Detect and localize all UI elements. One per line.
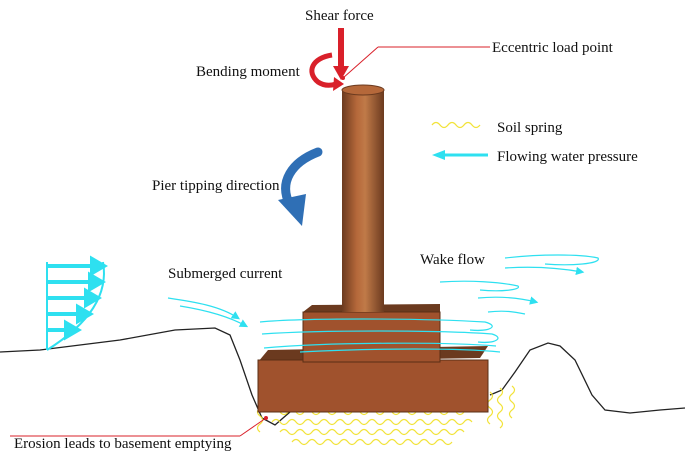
velocity-profile (46, 255, 108, 351)
pile-cap (302, 304, 441, 363)
eccentric-load-point-label: Eccentric load point (492, 40, 614, 56)
submerged-current-lines (167, 297, 501, 353)
wake-flow-label: Wake flow (420, 252, 485, 268)
eccentric-load-leader (341, 46, 490, 80)
flowing-water-pressure-label: Flowing water pressure (497, 149, 638, 165)
bending-moment-arrow (309, 52, 344, 91)
pier-tipping-direction-label: Pier tipping direction (152, 178, 280, 194)
submerged-current-label: Submerged current (168, 266, 283, 282)
wake-flow-lines (439, 254, 599, 315)
ground-profile (0, 327, 685, 426)
bending-moment-label: Bending moment (196, 64, 301, 80)
tipping-direction-arrow (278, 147, 323, 226)
erosion-leader (10, 416, 268, 437)
shear-force-label: Shear force (305, 8, 374, 24)
water-pressure-legend-icon (432, 150, 488, 160)
soil-spring-legend-icon (431, 121, 481, 129)
erosion-label: Erosion leads to basement emptying (14, 436, 232, 452)
shear-force-arrow (333, 28, 349, 80)
soil-spring-label: Soil spring (497, 120, 563, 136)
pier-column (341, 84, 385, 312)
